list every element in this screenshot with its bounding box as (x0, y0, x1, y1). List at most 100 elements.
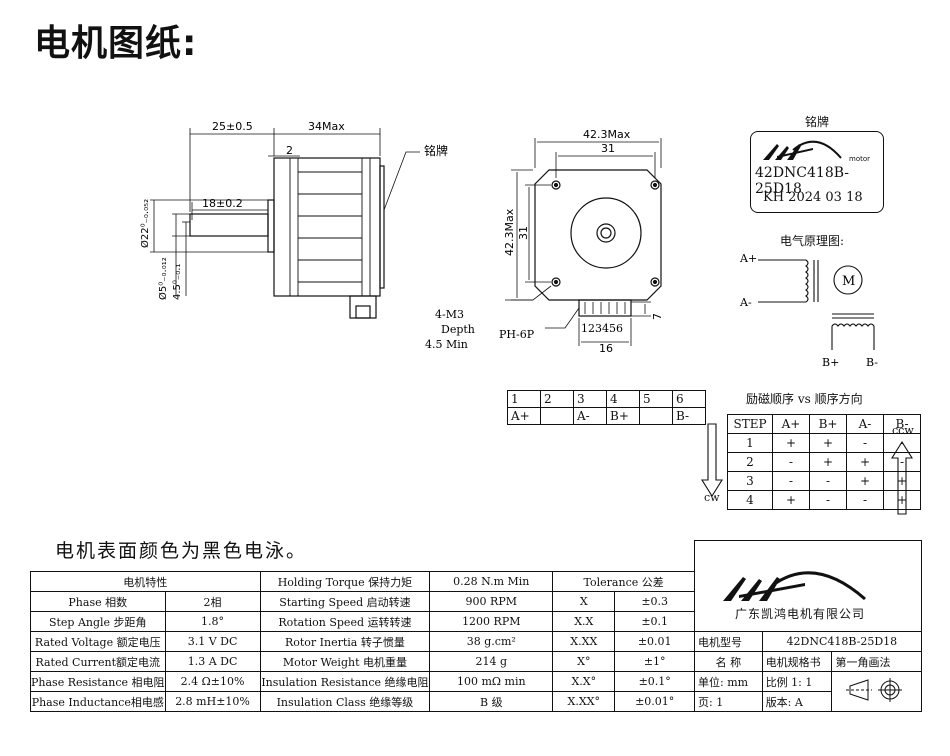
step-cell: 3 (727, 471, 773, 491)
dim-16: 16 (599, 342, 613, 355)
dim-7: 7 (651, 313, 664, 320)
spec-value: 900 RPM (429, 591, 554, 612)
spec-header: 电机特性 (30, 571, 261, 592)
sequence-header: STEP (727, 414, 773, 434)
tolerance-key: X.X° (552, 671, 616, 692)
spec-label: Phase Inductance相电感 (30, 691, 166, 712)
spec-label: Step Angle 步距角 (30, 611, 166, 632)
dim-18: 18±0.2 (202, 197, 243, 210)
dim-2: 2 (286, 144, 293, 157)
spec-row: Rated Current额定电流 1.3 A DC Motor Weight … (30, 651, 695, 672)
schematic-drawing: A+ A- M B+ B- (739, 252, 878, 369)
spec-value: 38 g.cm² (429, 631, 554, 652)
state-cell: - (846, 433, 884, 453)
tolerance-value: ±0.1° (614, 671, 695, 692)
state-cell: + (772, 433, 810, 453)
pin-phase (639, 407, 673, 425)
projection-label: 第一角画法 (831, 651, 922, 672)
nameplate-card: motor 42DNC418B-25D18 KH 2024 03 18 (750, 131, 884, 213)
schematic-caption: 电气原理图: (780, 234, 845, 248)
pin-number: 2 (540, 390, 574, 408)
pin-number-row: 1 2 3 4 5 6 (507, 390, 706, 408)
spec-label: Rotation Speed 运转转速 (259, 611, 431, 632)
sequence-header-row: STEP A+ B+ A- B- (727, 414, 921, 434)
page-label: 页: 1 (694, 691, 763, 712)
nameplate-callout: 铭牌 (424, 143, 448, 158)
holes-note-1: 4-M3 (435, 308, 464, 321)
tolerance-value: ±0.3 (614, 591, 695, 612)
spec-label: Motor Weight 电机重量 (259, 651, 431, 672)
spec-value: 1200 RPM (429, 611, 554, 632)
state-cell: + (772, 490, 810, 510)
spec-value: 2相 (164, 591, 261, 612)
spec-label: Starting Speed 启动转速 (259, 591, 431, 612)
spec-label: Insulation Resistance 绝缘电阻 (259, 671, 431, 692)
pin-number: 4 (606, 390, 640, 408)
pin-phase: A- (573, 407, 607, 425)
spec-label: Rated Voltage 额定电压 (30, 631, 166, 652)
motor-shaft (189, 213, 269, 237)
projection-symbol-cell (831, 671, 922, 712)
tolerance-key: X.XX° (552, 691, 616, 712)
sequence-caption: 励磁顺序 vs 顺序方向 (746, 392, 863, 406)
spec-value: 2.4 Ω±10% (164, 671, 261, 692)
company-name: 广东凯鸿电机有限公司 (735, 607, 866, 621)
spec-label: Rated Current额定电流 (30, 651, 166, 672)
dim-34: 34Max (308, 120, 345, 133)
schematic-a-minus: A- (739, 296, 752, 309)
title-block: 广东凯鸿电机有限公司 (694, 540, 922, 712)
boss-circle (570, 197, 642, 269)
dim-31-left: 31 (517, 226, 530, 240)
ccw-label: ccw (892, 424, 914, 437)
sequence-header: A- (846, 414, 884, 434)
nameplate-model: 42DNC418B-25D18 (755, 165, 850, 197)
pin-number: 1 (507, 390, 541, 408)
ccw-arrow-icon (891, 440, 913, 515)
tolerance-key: X° (552, 651, 616, 672)
dim-31-top: 31 (601, 142, 615, 155)
side-view-drawing: 25±0.5 34Max 2 18±0.2 Ø22⁰₋₀.₀₅₂ Ø5⁰₋₀.₀… (139, 120, 448, 319)
pin-number: 5 (639, 390, 673, 408)
dim-d22: Ø22⁰₋₀.₀₅₂ (139, 199, 151, 248)
spec-value: 0.28 N.m Min (429, 571, 554, 592)
name-label: 名 称 (694, 651, 763, 672)
step-cell: 1 (727, 433, 773, 453)
state-cell: - (809, 490, 847, 510)
version-label: 版本: A (761, 691, 833, 712)
step-cell: 4 (727, 490, 773, 510)
pin-phase (540, 407, 574, 425)
cw-label: cw (704, 491, 720, 504)
spec-row: Phase 相数 2相 Starting Speed 启动转速 900 RPM … (30, 591, 695, 612)
spec-value: 2.8 mH±10% (164, 691, 261, 712)
spec-row: Phase Inductance相电感 2.8 mH±10% Insulatio… (30, 691, 695, 712)
pin-number: 6 (672, 390, 706, 408)
state-cell: + (846, 452, 884, 472)
state-cell: - (772, 471, 810, 491)
spec-label: Phase Resistance 相电阻 (30, 671, 166, 692)
holes-note-3: 4.5 Min (425, 338, 468, 351)
holes-note-2: Depth (441, 323, 475, 336)
tolerance-value: ±0.01 (614, 631, 695, 652)
dim-45: 4.5⁰₋₀.₁ (172, 264, 183, 300)
tolerance-value: ±0.01° (614, 691, 695, 712)
model-value: 42DNC418B-25D18 (761, 631, 923, 652)
tolerance-header: Tolerance 公差 (552, 571, 695, 592)
spec-value: 100 mΩ min (429, 671, 554, 692)
front-view-drawing: 42.3Max 31 42.3Max 31 4-M3 Depth 4.5 Min… (425, 128, 664, 355)
nameplate-caption: 铭牌 (805, 115, 830, 129)
spec-row: Phase Resistance 相电阻 2.4 Ω±10% Insulatio… (30, 671, 695, 692)
nameplate-brand-sub: motor (849, 155, 871, 163)
dim-25: 25±0.5 (212, 120, 253, 133)
spec-label: Phase 相数 (30, 591, 166, 612)
pin-phase-row: A+ A- B+ B- (507, 407, 706, 425)
sequence-header: A+ (772, 414, 810, 434)
nameplate-date: KH 2024 03 18 (763, 190, 863, 205)
motor-flange (534, 169, 662, 301)
state-cell: - (846, 490, 884, 510)
mounting-holes (551, 180, 660, 287)
spec-value: 1.8° (164, 611, 261, 632)
tolerance-value: ±1° (614, 651, 695, 672)
name-value: 电机规格书 (761, 651, 833, 672)
spec-value: 214 g (429, 651, 554, 672)
title-block-table: 电机型号 42DNC418B-25D18 名 称 电机规格书 第一角画法 单位:… (694, 631, 923, 712)
